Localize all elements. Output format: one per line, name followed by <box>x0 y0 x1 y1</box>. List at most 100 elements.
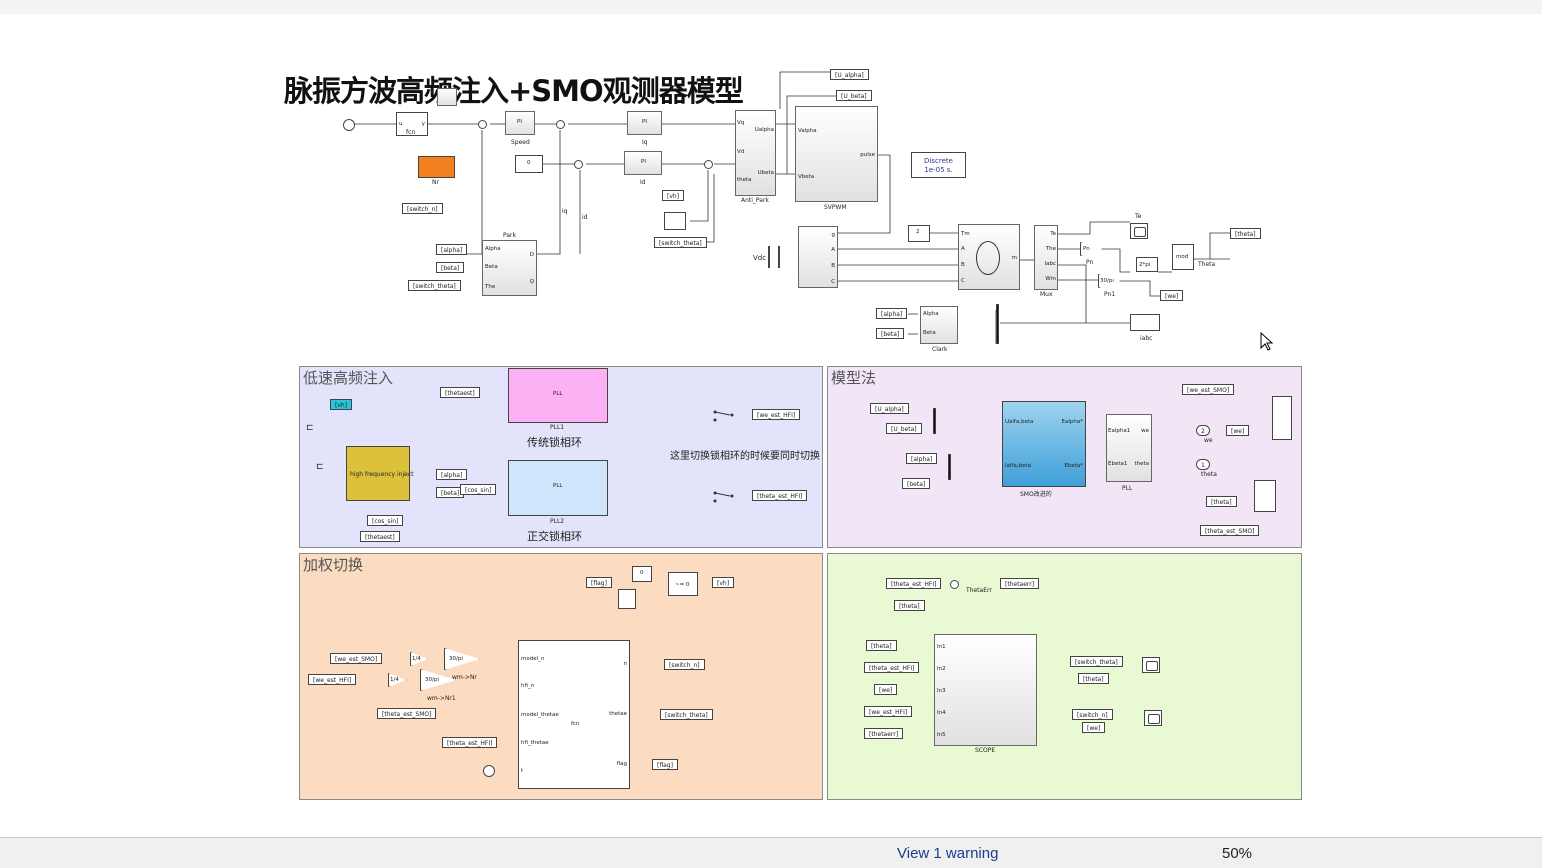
we-est-smo-from-tag[interactable]: [we_est_SMO] <box>330 653 383 664</box>
scope-model-2[interactable] <box>1254 480 1276 512</box>
area-scope[interactable] <box>827 553 1302 800</box>
theta-from-scope-2[interactable]: [theta] <box>1078 673 1109 684</box>
scope-in1-tag[interactable]: [theta] <box>866 640 897 651</box>
beta-from-tag[interactable]: [beta] <box>436 262 465 273</box>
switch-block-1[interactable] <box>712 407 736 423</box>
theta-from-tag-model[interactable]: [theta] <box>1206 496 1237 507</box>
switch-theta-from-tag[interactable]: [switch_theta] <box>654 237 707 248</box>
te-scope-block[interactable] <box>1130 223 1148 239</box>
alpha-goto-tag[interactable]: [alpha] <box>876 308 908 319</box>
smo-block[interactable]: Ualfa,beta Ialfa,beta Ealpha* Ebeta* <box>1002 401 1086 487</box>
pll-model-block[interactable]: Ealpha1 Ebeta1 we theta <box>1106 414 1152 482</box>
we-from-scope[interactable]: [we] <box>1082 722 1106 733</box>
alpha-from-tag[interactable]: [alpha] <box>436 244 468 255</box>
theta-est-smo-goto-tag[interactable]: [theta_est_SMO] <box>1200 525 1260 536</box>
we-from-tag-model[interactable]: [we] <box>1226 425 1250 436</box>
vh-goto-tag[interactable]: [vh] <box>330 399 353 410</box>
vh-from-tag[interactable]: [vh] <box>662 190 685 201</box>
u-alpha-from-tag[interactable]: [U_alpha] <box>870 403 909 414</box>
constant-zero-weight[interactable]: 0 <box>632 566 652 582</box>
switch-n-from-scope[interactable]: [switch_n] <box>1072 709 1113 720</box>
constant-zero-block[interactable]: 0 <box>515 155 543 173</box>
iabc-scope-block[interactable] <box>1130 314 1160 331</box>
mux-bar-2[interactable] <box>948 454 951 480</box>
theta-est-hfi-from-tag[interactable]: [theta_est_HFI] <box>442 737 498 748</box>
fcn-block[interactable]: u y <box>396 112 428 136</box>
simulink-canvas[interactable]: 脉振方波高频注入+SMO观测器模型 <box>0 14 1542 837</box>
pll1-block[interactable]: PLL <box>508 368 608 423</box>
we-est-smo-goto-tag[interactable]: [we_est_SMO] <box>1182 384 1235 395</box>
scope-in2-tag[interactable]: [theta_est_HFI] <box>864 662 920 673</box>
pmsm-block[interactable]: Tm A B C m <box>958 224 1020 290</box>
we-est-hfi-from-tag[interactable]: [we_est_HFI] <box>308 674 357 685</box>
u-beta-from-tag[interactable]: [U_beta] <box>886 423 922 434</box>
flag-from-tag[interactable]: [flag] <box>586 577 612 588</box>
pll2-block[interactable]: PLL <box>508 460 608 516</box>
clock-block[interactable] <box>343 119 355 131</box>
sum-iq[interactable] <box>556 120 565 129</box>
two-pi-block[interactable]: 2*pi <box>1136 257 1158 272</box>
u-beta-goto-tag[interactable]: [U_beta] <box>836 90 872 101</box>
theta-from-tag-scope[interactable]: [theta] <box>894 600 925 611</box>
mux-bar-1[interactable] <box>933 408 936 434</box>
cos-sin-from-tag[interactable]: [cos_sin] <box>460 484 497 495</box>
scope-model-1[interactable] <box>1272 396 1292 440</box>
scope-subsystem-block[interactable]: In1 In2 In3 In4 In5 <box>934 634 1037 746</box>
theta-est-hfi-goto-tag[interactable]: [theta_est_HFI] <box>752 490 808 501</box>
high-frequency-inject-block[interactable]: high frequency inject <box>346 446 413 501</box>
switch-theta-goto-tag[interactable]: [switch_theta] <box>660 709 713 720</box>
weighted-switch-fcn-block[interactable]: model_n hfi_n model_thetae hfi_thetae t … <box>518 640 630 789</box>
scope-in5-tag[interactable]: [thetaerr] <box>864 728 904 739</box>
we-est-hfi-goto-tag[interactable]: [we_est_HFI] <box>752 409 801 420</box>
switch-neq-block[interactable]: ~= 0 <box>668 572 698 596</box>
display-vh[interactable] <box>664 212 686 230</box>
switch-theta-from-scope[interactable]: [switch_theta] <box>1070 656 1123 667</box>
u-alpha-goto-tag[interactable]: [U_alpha] <box>830 69 869 80</box>
zoom-level[interactable]: 50% <box>1222 845 1253 862</box>
beta-goto-tag[interactable]: [beta] <box>876 328 905 339</box>
theta-est-hfi-from-tag-scope[interactable]: [theta_est_HFI] <box>886 578 942 589</box>
outport-1[interactable]: 1 <box>1196 459 1210 470</box>
alpha-from-tag-model[interactable]: [alpha] <box>906 453 938 464</box>
pi-iq-block[interactable]: PI <box>627 111 662 135</box>
repeating-sequence-block[interactable] <box>618 589 636 609</box>
sum-speed[interactable] <box>478 120 487 129</box>
view-warning-link[interactable]: View 1 warning <box>897 845 999 862</box>
nr-display-block[interactable] <box>418 156 455 178</box>
alpha-hfi-tag[interactable]: [alpha] <box>436 469 468 480</box>
step-block[interactable] <box>437 88 457 106</box>
thetaest-goto-tag[interactable]: [thetaest] <box>360 531 400 542</box>
theta-goto-tag[interactable]: [theta] <box>1230 228 1261 239</box>
scope-speed-compare[interactable] <box>1144 710 1162 726</box>
scope-in4-tag[interactable]: [we_est_HFI] <box>864 706 913 717</box>
scope-in3-tag[interactable]: [we] <box>874 684 898 695</box>
outport-2[interactable]: 2 <box>1196 425 1210 436</box>
switch-n-from-tag[interactable]: [switch_n] <box>402 203 443 214</box>
flag-goto-tag[interactable]: [flag] <box>652 759 678 770</box>
svpwm-block[interactable]: Valpha Vbeta pulse <box>795 106 878 202</box>
switch-block-2[interactable] <box>712 488 736 504</box>
constant-two-block[interactable]: 2 <box>908 225 930 242</box>
pi-speed-block[interactable]: PI <box>505 111 535 135</box>
theta-est-smo-from-tag[interactable]: [theta_est_SMO] <box>377 708 437 719</box>
beta-from-tag-model[interactable]: [beta] <box>902 478 931 489</box>
sum-theta-err[interactable] <box>950 580 959 589</box>
dc-source-block[interactable] <box>768 246 780 268</box>
anti-park-block[interactable]: Vq Vd theta Ualpha Ubeta <box>735 110 776 196</box>
thetaerr-goto-tag[interactable]: [thetaerr] <box>1000 578 1040 589</box>
pi-id-block[interactable]: PI <box>624 151 662 175</box>
clark-block[interactable]: Alpha Beta <box>920 306 958 344</box>
vh-goto-tag-weight[interactable]: [vh] <box>712 577 735 588</box>
sum-id[interactable] <box>574 160 583 169</box>
thetaest-from-tag[interactable]: [thetaest] <box>440 387 480 398</box>
clock-weight[interactable] <box>483 765 495 777</box>
scope-theta-compare[interactable] <box>1142 657 1160 673</box>
sum-vd[interactable] <box>704 160 713 169</box>
mod-block[interactable]: mod <box>1172 244 1194 270</box>
inverter-block[interactable]: g A B C <box>798 226 838 288</box>
we-goto-tag[interactable]: [we] <box>1160 290 1184 301</box>
demux-bar[interactable] <box>996 304 999 344</box>
powergui-block[interactable]: Discrete 1e-05 s. <box>911 152 966 178</box>
park-block[interactable]: Alpha Beta The D Q <box>482 240 537 296</box>
bus-selector-block[interactable]: Te The Iabc Wm <box>1034 225 1058 290</box>
